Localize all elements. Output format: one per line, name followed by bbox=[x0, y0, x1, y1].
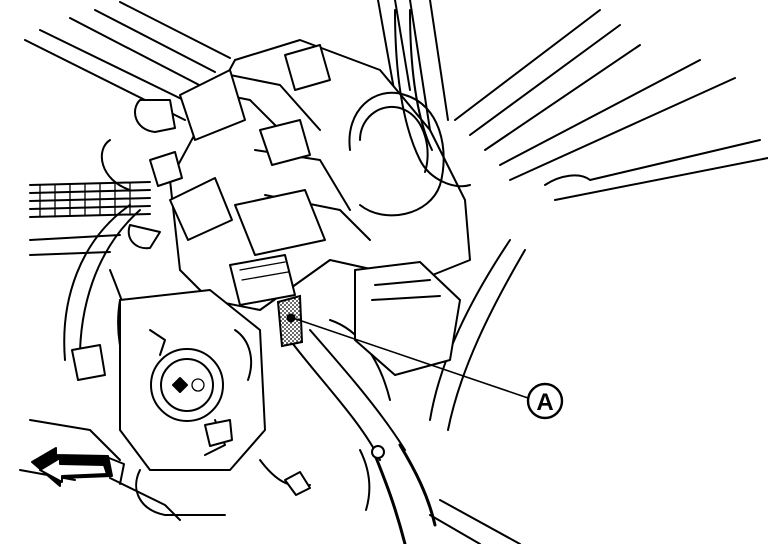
lower-wiring bbox=[359, 443, 437, 544]
mounting-clips bbox=[127, 99, 183, 250]
callout-leader-line bbox=[292, 317, 529, 399]
direction-arrow-icon bbox=[31, 447, 125, 487]
lower-right-frame bbox=[429, 239, 526, 544]
steering-lock-assembly bbox=[119, 289, 311, 516]
steering-wheel-spokes bbox=[377, 0, 768, 201]
combination-switch-body bbox=[169, 9, 471, 376]
callout-label: A bbox=[536, 389, 553, 416]
connector-a bbox=[276, 294, 304, 348]
callout-a: A bbox=[526, 382, 564, 420]
